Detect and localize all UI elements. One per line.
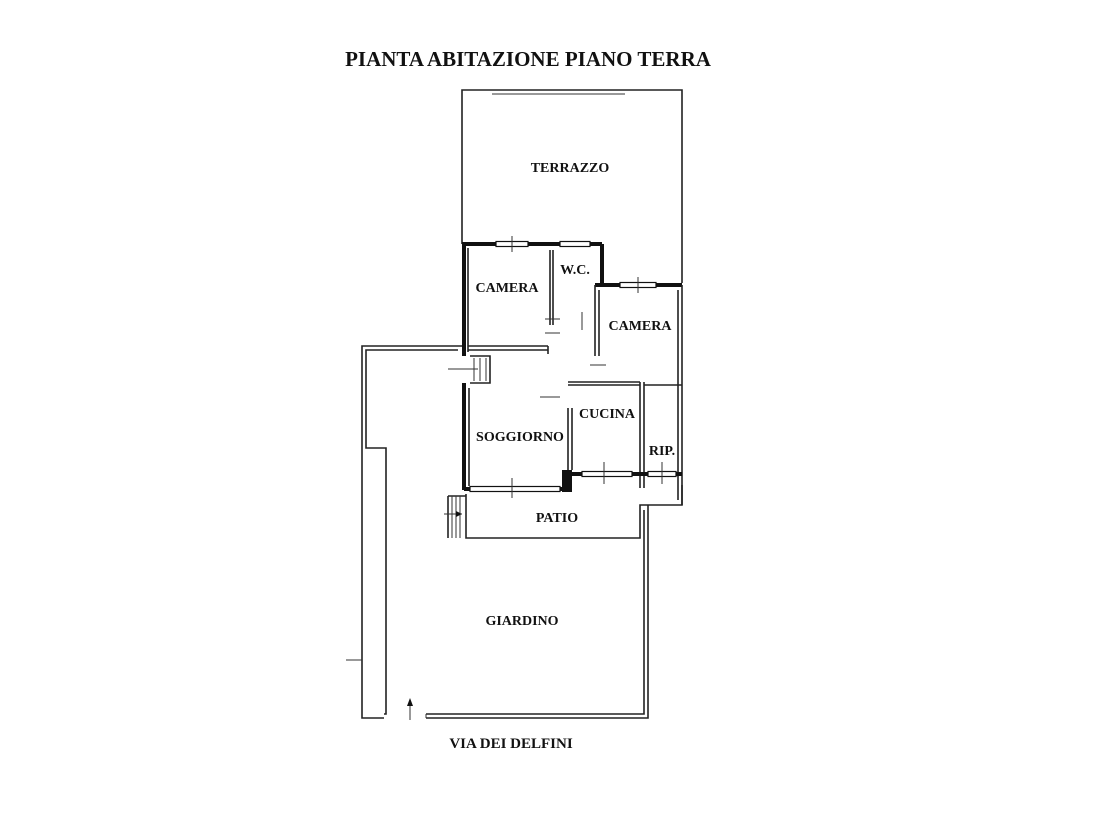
giardino-outline: [346, 345, 649, 720]
right-wall: [677, 285, 683, 505]
interior-walls: [468, 250, 682, 488]
room-label-wc: W.C.: [560, 263, 590, 278]
patio-outline: [444, 485, 683, 539]
room-label-giardino: GIARDINO: [485, 614, 558, 629]
room-label-patio: PATIO: [536, 511, 578, 526]
plan-title: PIANTA ABITAZIONE PIANO TERRA: [345, 47, 712, 71]
room-label-terrazzo: TERRAZZO: [531, 161, 610, 176]
left-wall-camera: [448, 244, 491, 384]
room-label-cucina: CUCINA: [579, 407, 636, 422]
street-label: VIA DEI DELFINI: [449, 736, 573, 752]
window-cucina: [581, 470, 633, 478]
terrazzo-outline: [461, 89, 683, 283]
left-wall-soggiorno: [462, 383, 470, 490]
window-soggiorno: [469, 485, 561, 493]
room-label-rip: RIP.: [649, 444, 675, 459]
upper-wall: [462, 236, 682, 293]
window-wc: [559, 240, 591, 248]
room-label-soggiorno: SOGGIORNO: [476, 430, 564, 445]
lower-wall: [464, 462, 682, 498]
room-label-camera-left: CAMERA: [476, 281, 540, 296]
room-label-camera-right: CAMERA: [609, 319, 673, 334]
